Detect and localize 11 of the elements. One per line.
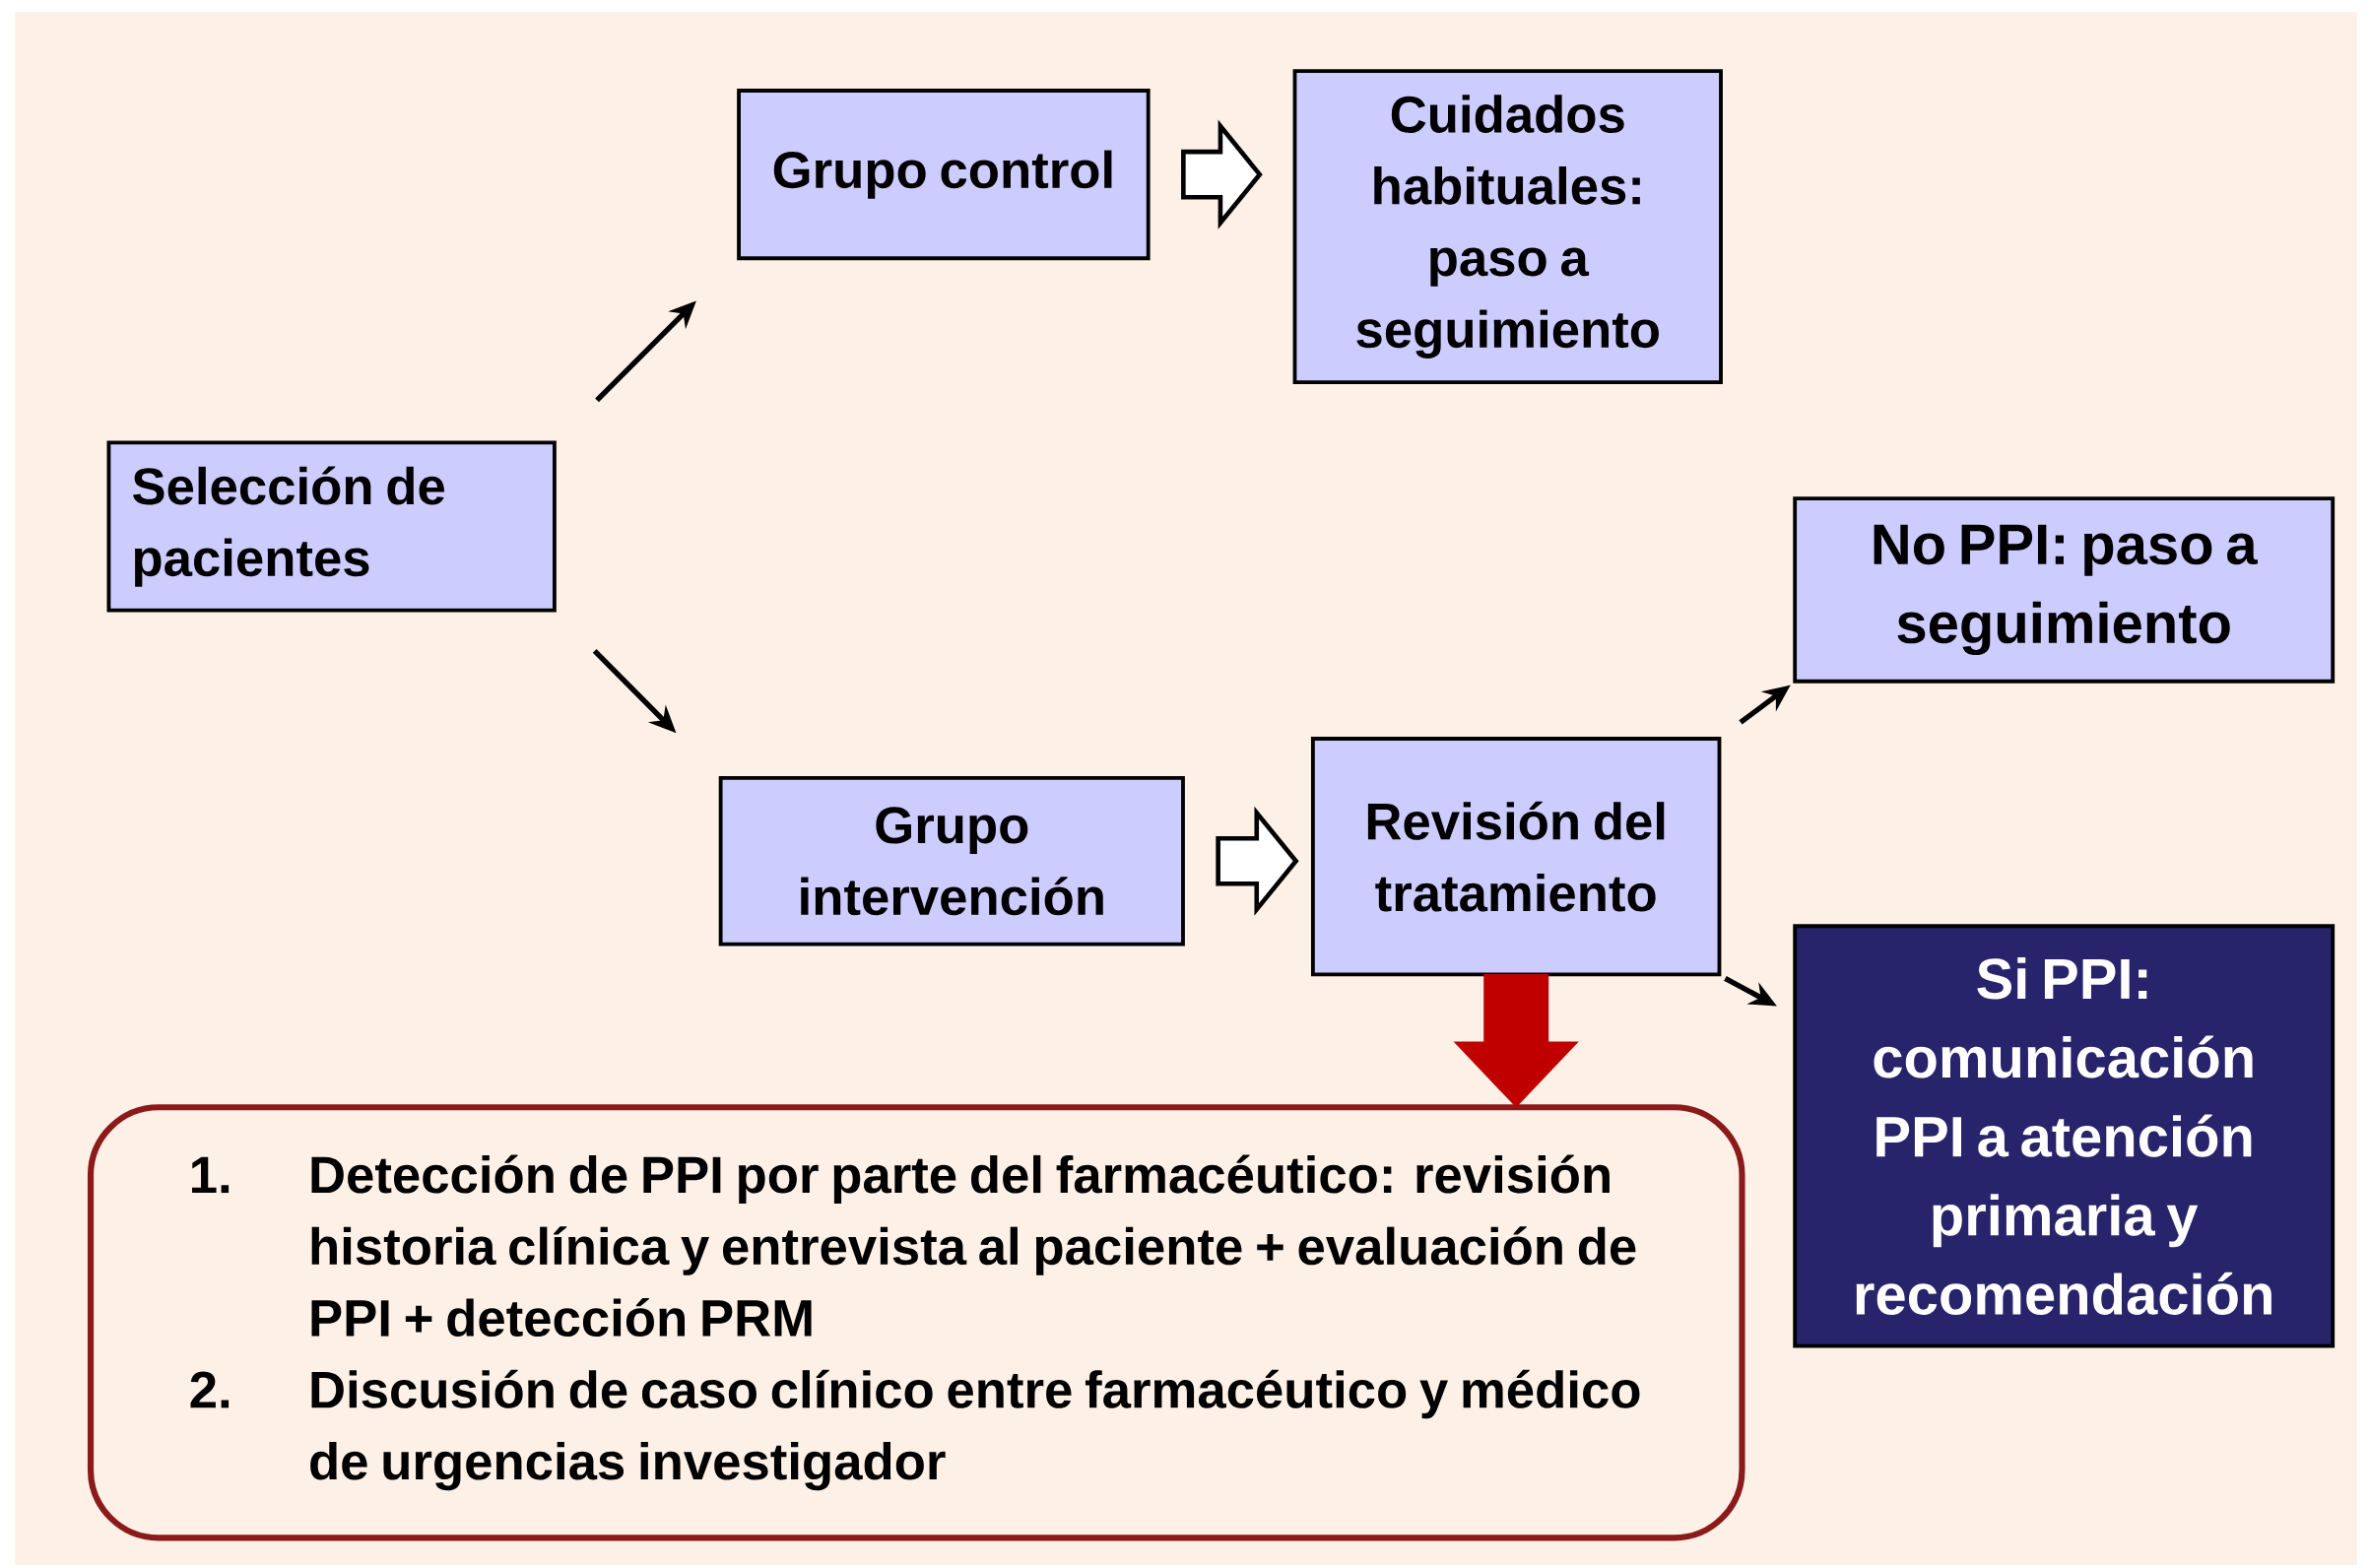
process-box: Selección de pacientes: [106, 440, 557, 613]
block-arrow: [1216, 806, 1299, 916]
outcome-box: Si PPI: comunicación PPI a atención primaria y recomendación: [1793, 924, 2336, 1348]
block-arrow: [1181, 119, 1263, 229]
process-box: Grupo control: [737, 89, 1151, 261]
outcome-box: No PPI: paso a seguimiento: [1793, 496, 2336, 684]
process-box: Grupo intervención: [718, 775, 1185, 947]
process-box: Cuidados habituales: paso a seguimiento: [1292, 69, 1723, 384]
process-box: Revisión del tratamiento: [1310, 737, 1722, 977]
block-arrow: [1453, 973, 1579, 1108]
numbered-list-box: 1. Detección de PPI por parte del farmacéutico: revisión historia clínica y entrevista al paciente + evaluación de PPI + detección PRM 2. Discusión de caso clínico entre farmacéutico y médico de urgencias investigador: [87, 1104, 1745, 1541]
